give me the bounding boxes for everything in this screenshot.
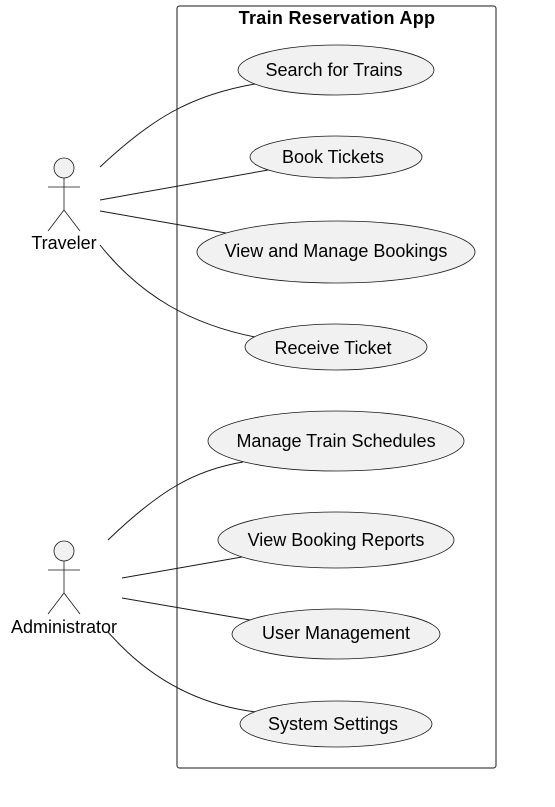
association-admin-uc7 [121, 597, 251, 621]
use-case-ellipse [244, 323, 428, 371]
use-case-label: View and Manage Bookings [225, 241, 448, 261]
associations [99, 83, 269, 713]
use-case-label: Search for Trains [265, 60, 402, 80]
use-case-ellipse [217, 511, 455, 569]
association-traveler-uc2 [99, 169, 269, 201]
use-case-ellipse [207, 410, 465, 472]
system-title: Train Reservation App [239, 8, 436, 28]
system-boundary [176, 5, 497, 769]
actor-left-leg [47, 592, 65, 615]
use-case-label: Receive Ticket [274, 338, 391, 358]
actor-head [53, 540, 75, 562]
use-case-user-management[interactable]: User Management [231, 608, 441, 660]
association-admin-uc8 [107, 631, 257, 713]
use-case-label: User Management [262, 623, 410, 643]
use-case-label: Manage Train Schedules [236, 431, 435, 451]
use-case-label: View Booking Reports [248, 530, 425, 550]
use-case-ellipse [249, 135, 423, 179]
association-traveler-uc4 [99, 244, 261, 339]
use-case-receive-ticket[interactable]: Receive Ticket [244, 323, 428, 371]
use-case-view-manage-bookings[interactable]: View and Manage Bookings [196, 220, 476, 284]
actor-head [53, 157, 75, 179]
use-case-label: System Settings [268, 714, 398, 734]
association-admin-uc6 [121, 556, 243, 579]
use-case-ellipse [237, 44, 435, 96]
use-case-label: Book Tickets [282, 147, 384, 167]
association-traveler-uc3 [99, 210, 227, 234]
use-case-ellipse [196, 220, 476, 284]
actor-label-traveler: Traveler [31, 233, 96, 253]
use-case-manage-train-schedules[interactable]: Manage Train Schedules [207, 410, 465, 472]
use-case-ellipse [239, 700, 433, 748]
use-case-book-tickets[interactable]: Book Tickets [249, 135, 423, 179]
use-case-ellipse [231, 608, 441, 660]
use-case-view-booking-reports[interactable]: View Booking Reports [217, 511, 455, 569]
actor-administrator[interactable] [47, 540, 81, 615]
use-case-system-settings[interactable]: System Settings [239, 700, 433, 748]
association-traveler-uc1 [99, 83, 256, 168]
actor-left-leg [47, 209, 65, 232]
use-case-search-trains[interactable]: Search for Trains [237, 44, 435, 96]
actor-right-leg [63, 592, 81, 615]
actor-traveler[interactable] [47, 157, 81, 232]
association-admin-uc5 [107, 461, 244, 541]
actor-right-leg [63, 209, 81, 232]
actor-label-administrator: Administrator [11, 617, 117, 637]
